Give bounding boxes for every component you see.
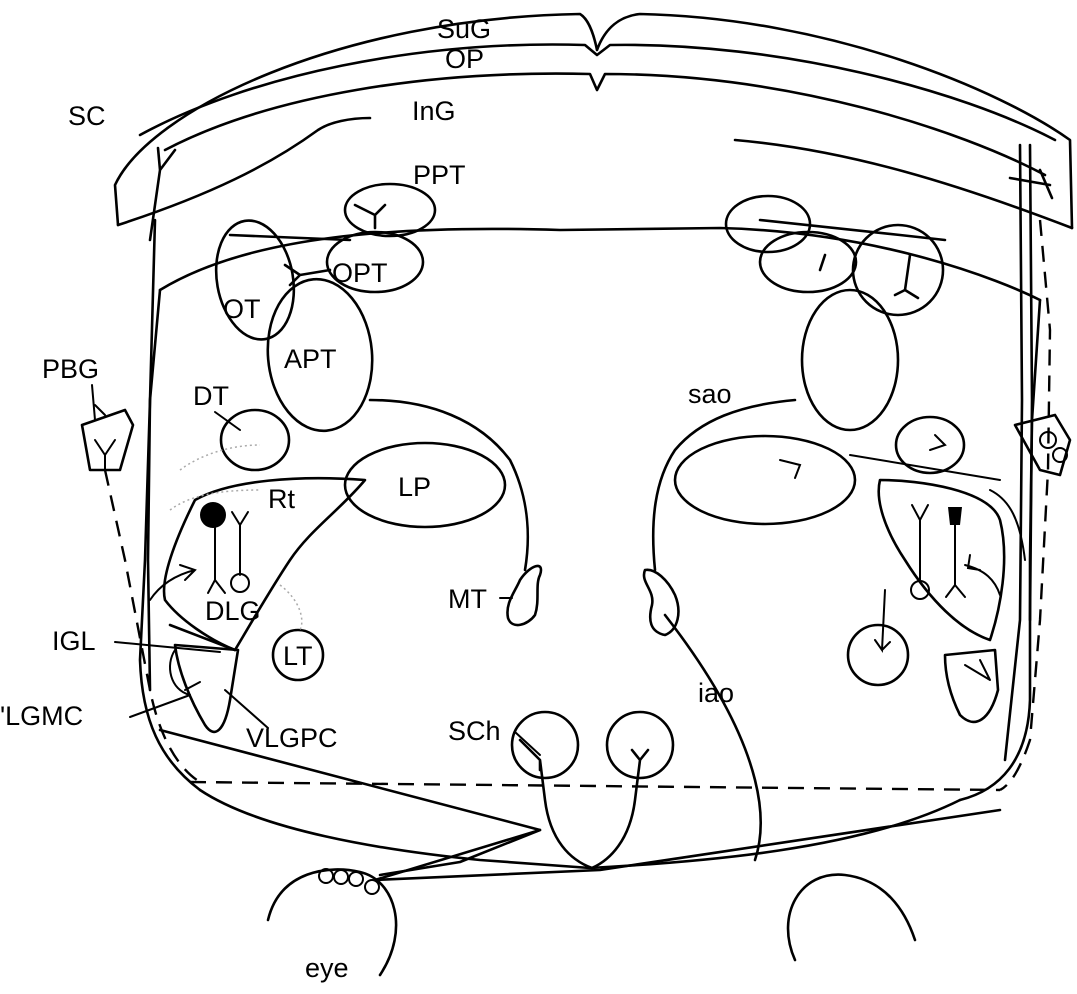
sch-right-fiber — [592, 750, 648, 868]
label-eye: eye — [305, 953, 349, 983]
dashed-bottom-line — [190, 782, 1000, 790]
nucleus-ot-left — [207, 214, 303, 345]
superior-colliculus — [115, 14, 1072, 300]
dt-terminal-right — [930, 435, 945, 450]
nucleus-sch-left — [512, 712, 578, 778]
ing-boundary — [118, 118, 370, 225]
label-lgmc: 'LGMC — [0, 701, 83, 731]
label-sc: SC — [68, 101, 106, 131]
optic-nerve-upper — [160, 730, 540, 880]
nucleus-dt-left — [221, 410, 289, 470]
label-dt: DT — [193, 381, 229, 411]
label-sug: SuG — [437, 14, 491, 44]
leader-lgmc — [130, 695, 190, 717]
iao-fiber — [665, 615, 761, 860]
leader-sc — [95, 405, 105, 415]
sc-outer-boundary — [115, 14, 1072, 228]
label-ot: OT — [223, 294, 261, 324]
right-vertical-tract-2 — [1030, 145, 1032, 620]
left-vertical-tract — [148, 220, 155, 690]
eye-right — [788, 875, 915, 960]
lp-terminal-right — [780, 455, 1000, 480]
sch-left-fiber — [520, 740, 592, 868]
label-mt: MT — [448, 584, 487, 614]
outline-bottom — [200, 790, 960, 868]
filled-neuron-left — [200, 502, 226, 528]
label-op: OP — [445, 44, 484, 74]
label-iao: iao — [698, 678, 734, 708]
eye-receptor-3 — [349, 872, 363, 886]
filled-neuron-right — [948, 507, 962, 525]
label-pbg: PBG — [42, 354, 99, 384]
lt-fiber-right — [875, 590, 890, 650]
right-vertical-tract — [1005, 145, 1022, 760]
label-lt: LT — [283, 641, 313, 671]
eyes — [268, 869, 915, 975]
label-sao: sao — [688, 379, 732, 409]
dlg-terminal-right — [965, 555, 1000, 595]
left-nuclei — [82, 184, 578, 778]
pbg-terminal-left — [95, 440, 115, 470]
nucleus-opt-right — [760, 232, 856, 292]
nucleus-pbg-left — [82, 410, 133, 470]
eye-receptor-4 — [365, 880, 379, 894]
label-dlg: DLG — [205, 596, 261, 626]
label-lp: LP — [398, 472, 431, 502]
nucleus-vlgn-left — [175, 645, 238, 732]
op-ing-boundary — [165, 74, 1045, 175]
lgmc-fiber-left — [170, 650, 200, 695]
leader-pbg — [92, 385, 95, 420]
label-opt: OPT — [332, 258, 388, 288]
nucleus-lp-right — [675, 436, 855, 524]
dlg-terminal-left — [150, 565, 195, 600]
eye-receptor-2 — [334, 870, 348, 884]
label-vlgpc: VLGPC — [246, 723, 338, 753]
nucleus-mt-left — [507, 566, 541, 625]
open-neuron-left — [231, 574, 249, 592]
nucleus-dlg-right — [879, 480, 1004, 640]
label-apt: APT — [284, 344, 337, 374]
nucleus-apt-right — [802, 290, 898, 430]
nucleus-ppt-left — [345, 184, 435, 236]
ppt-terminal-left — [355, 205, 385, 228]
grey-projection-lt — [280, 585, 302, 630]
leader-sch — [515, 732, 540, 755]
label-rt: Rt — [268, 484, 295, 514]
nucleus-vlgn-right — [945, 650, 998, 722]
label-ppt: PPT — [413, 160, 466, 190]
label-igl: IGL — [52, 626, 96, 656]
sug-op-boundary — [140, 45, 1055, 140]
outline-right — [960, 300, 1040, 800]
nucleus-rt-dlg-left — [164, 478, 365, 650]
label-ing: InG — [412, 96, 456, 126]
label-sch: SCh — [448, 716, 501, 746]
nucleus-lt-right — [848, 625, 908, 685]
vlgn-terminal-right — [965, 660, 990, 680]
grey-projection-dt — [180, 445, 260, 470]
